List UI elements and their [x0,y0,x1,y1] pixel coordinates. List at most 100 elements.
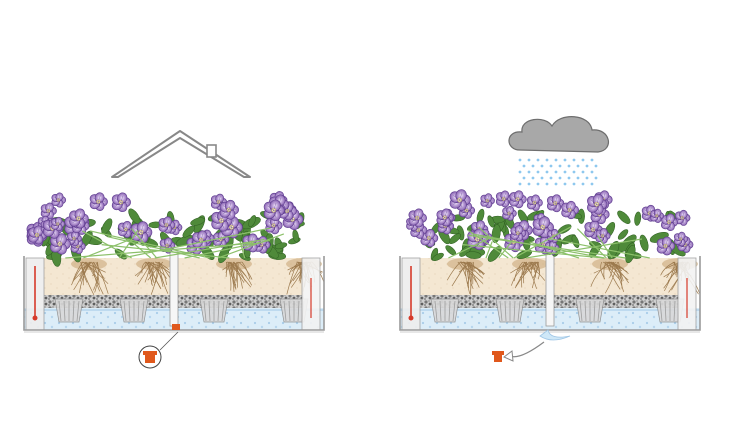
raindrop [527,170,531,174]
petunia-flower-icon [660,213,679,232]
raindrop [576,164,580,168]
planter-outline [399,256,701,331]
petunia-flower-icon [595,228,611,244]
stem [90,230,210,259]
raindrop [540,176,544,180]
raindrop [531,176,535,180]
chimney [206,144,217,158]
leaf-icon [248,215,257,228]
raindrop [536,170,540,174]
raindrop [581,170,585,174]
leaf-icon [274,242,288,250]
plant-basket [119,298,149,323]
raindrop [518,170,522,174]
leaf-icon [487,215,495,228]
stem [597,235,613,259]
indicator-float [408,315,414,321]
stem [467,229,509,259]
leaf-icon [432,252,444,261]
raindrop [545,158,549,162]
stem [448,236,494,259]
flower-foliage [26,191,305,267]
raindrop [572,182,576,186]
petunia-flower-icon [51,216,65,232]
callout-line [159,331,179,351]
roof-icon [111,130,251,178]
plant-basket [54,298,84,323]
stem [217,233,285,259]
stem [462,244,604,259]
petunia-flower-icon [526,194,543,211]
raindrop [549,176,553,180]
raindrop [590,182,594,186]
stem [525,238,643,259]
flower-foliage [406,189,694,264]
root-ball-icon [446,258,485,295]
rain-cloud-icon [508,116,609,186]
raindrop [531,164,535,168]
stem [478,227,514,259]
raindrop [554,158,558,162]
plug-removed-icon [492,351,504,355]
plant-basket [495,298,525,323]
raindrop [594,176,598,180]
raindrop [536,182,540,186]
stem [154,238,265,259]
drain-water [539,329,571,341]
raindrop [567,176,571,180]
raindrop [563,182,567,186]
petunia-flower-icon [51,192,67,208]
root-ball-icon [216,258,253,292]
raindrop [585,176,589,180]
leaf-icon [190,217,206,226]
center-column [169,251,179,327]
raindrop [554,170,558,174]
raindrop [563,158,567,162]
petunia-flower-icon [502,205,517,221]
raindrop [581,182,585,186]
stem [101,244,230,259]
plant-basket [199,298,229,323]
petunia-flower-icon [69,208,89,229]
stem [549,238,650,259]
raindrop [594,164,598,168]
indicator-float [32,315,38,321]
petunia-flower-icon [480,193,495,209]
stem [83,239,130,259]
raindrop [558,176,562,180]
raindrop [590,158,594,162]
plant-basket [430,298,460,323]
center-column [545,251,555,327]
stem [485,241,493,259]
scene-indoor [23,130,325,369]
petunia-flower-icon [546,194,565,213]
leaf-icon [634,211,642,226]
stem [513,226,572,259]
petunia-flower-icon [408,208,427,228]
leaf-icon [465,251,482,259]
raindrop [545,170,549,174]
petunia-flower-icon [510,225,527,242]
raindrop [518,158,522,162]
raindrop [572,170,576,174]
plug-inserted-icon [172,324,180,330]
petunia-flower-icon [509,190,527,209]
plug-detail-callout [138,345,162,369]
raindrop [572,158,576,162]
leaf-icon [639,234,649,252]
plug-detail-icon [143,351,157,355]
raindrop [549,164,553,168]
petunia-flower-icon [673,231,689,247]
raindrop [567,164,571,168]
leaf-icon [617,229,629,240]
raindrop [536,158,540,162]
raindrop [527,158,531,162]
petunia-flower-icon [436,208,454,227]
raindrop [522,164,526,168]
raindrop [590,170,594,174]
raindrop [558,164,562,168]
petunia-flower-icon [587,193,608,215]
raindrop [554,182,558,186]
